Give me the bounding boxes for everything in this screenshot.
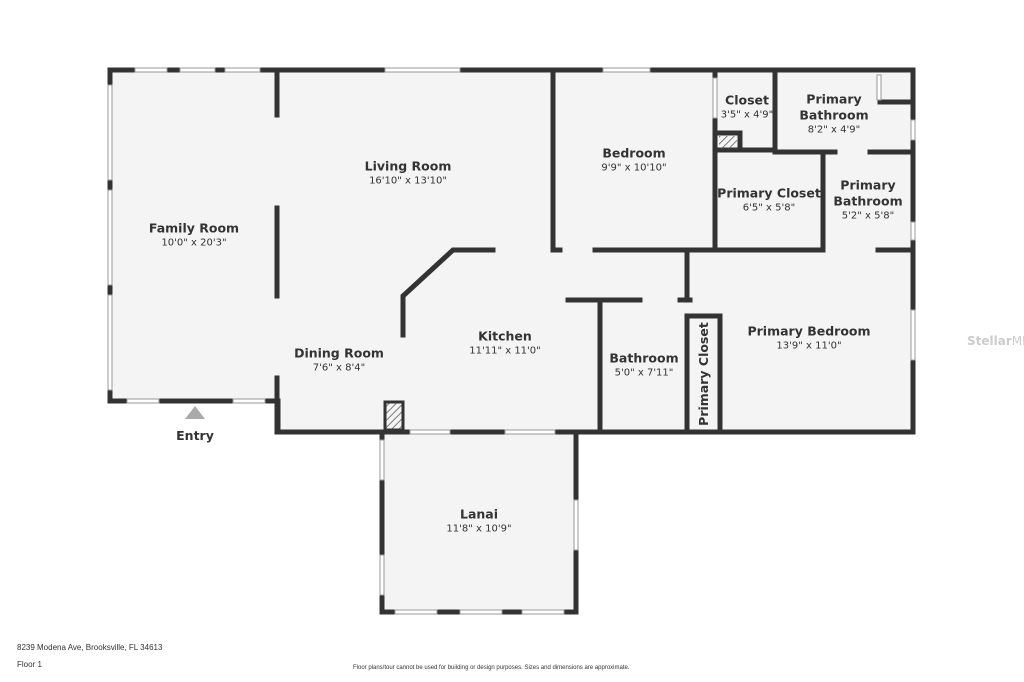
entry-label: Entry [176,428,214,443]
entry-arrow-icon [185,406,205,419]
chimney [383,400,405,432]
windows [107,67,916,615]
utility-shaft [719,136,737,149]
address: 8239 Modena Ave, Brooksville, FL 34613 [17,643,163,652]
watermark-logo: StellarMLS [967,334,1024,348]
room-primary-closet-small: Primary Closet [696,322,711,426]
floor-label: Floor 1 [17,660,42,669]
disclaimer: Floor plans/tour cannot be used for buil… [353,665,630,671]
